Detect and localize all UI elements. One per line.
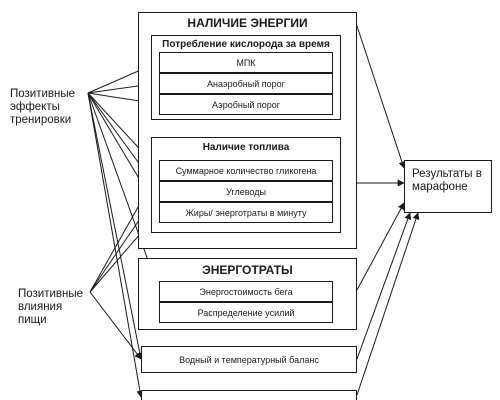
arrow-nutrition-water (89, 291, 142, 360)
nutrition-effects-label: Позитивные влияния пищи (18, 288, 84, 326)
item-fats-per-minute-label: Жиры/ энерготраты в минуту (185, 207, 307, 218)
water-temperature-balance-label: Водный и температурный баланс (179, 354, 319, 365)
item-carbohydrates (159, 181, 333, 202)
item-anaerobic-threshold-label: Анаэробный порог (207, 78, 285, 89)
item-aerobic-threshold-label: Аэробный порог (211, 99, 281, 110)
marathon-results-box (404, 160, 492, 213)
arrow-training-bottom (87, 92, 144, 398)
marathon-results-label: Результаты в марафоне (412, 168, 482, 193)
oxygen-consumption-title: Потребление кислорода за время (162, 38, 330, 50)
fuel-availability-title: Наличие топлива (202, 141, 290, 153)
energy-availability-title: НАЛИЧИЕ ЭНЕРГИИ (187, 16, 308, 30)
item-vo2max (159, 52, 333, 73)
arrow-expenditure-result (356, 202, 405, 291)
item-effort-distribution (159, 302, 333, 323)
cropped-bottom-box (141, 390, 357, 400)
item-carbohydrates-label: Углеводы (226, 186, 266, 197)
item-running-cost-label: Энергостоимость бега (199, 286, 293, 297)
arrow-energy-result (356, 25, 406, 169)
item-aerobic-threshold (159, 94, 333, 115)
training-effects-label: Позитивные эффекты тренировки (10, 88, 76, 126)
water-temperature-balance-box (141, 346, 357, 373)
item-total-glycogen (159, 160, 333, 181)
arrow-water-result (356, 212, 412, 360)
item-effort-distribution-label: Распределение усилий (197, 307, 295, 318)
arrow-bottom-result (356, 212, 420, 396)
item-anaerobic-threshold (159, 73, 333, 94)
item-running-cost (159, 281, 333, 302)
item-total-glycogen-label: Суммарное количество гликогена (175, 165, 317, 176)
arrow-training-water (87, 92, 144, 360)
item-fats-per-minute (159, 202, 333, 223)
energy-expenditure-title: ЭНЕРГОТРАТЫ (202, 263, 293, 277)
item-vo2max-label: МПК (236, 57, 256, 68)
